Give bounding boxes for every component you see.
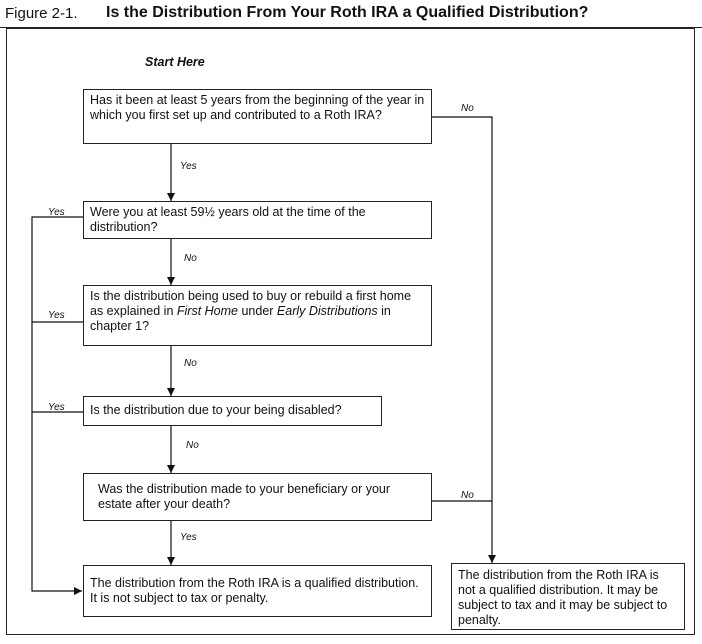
first-home-ref: First Home — [176, 304, 238, 318]
label-no-q1: No — [461, 103, 474, 114]
early-distributions-ref: Early Distributions — [276, 304, 378, 318]
arrow-yes-to-qualified — [31, 216, 83, 595]
label-yes-q2: Yes — [48, 207, 65, 218]
question-box-5-years: Has it been at least 5 years from the be… — [83, 89, 432, 144]
outcome-box-not-qualified: The distribution from the Roth IRA is no… — [451, 563, 685, 630]
figure-title: Is the Distribution From Your Roth IRA a… — [106, 4, 589, 21]
figure-header: Figure 2-1. Is the Distribution From You… — [0, 0, 702, 28]
label-no-q2: No — [184, 253, 197, 264]
start-here-label: Start Here — [145, 55, 205, 69]
outcome-box-qualified: The distribution from the Roth IRA is a … — [83, 565, 432, 617]
question-box-disabled: Is the distribution due to your being di… — [83, 396, 382, 426]
label-no-q5: No — [461, 490, 474, 501]
label-yes-q4: Yes — [48, 402, 65, 413]
label-yes-q1: Yes — [180, 161, 197, 172]
arrow-q1-to-not-qualified — [432, 116, 496, 563]
question-box-first-home: Is the distribution being used to buy or… — [83, 285, 432, 346]
diagram-frame — [6, 28, 695, 635]
label-no-q3: No — [184, 358, 197, 369]
label-yes-q5: Yes — [180, 532, 197, 543]
question-box-beneficiary: Was the distribution made to your benefi… — [83, 473, 432, 521]
label-no-q4: No — [186, 440, 199, 451]
figure-label: Figure 2-1. — [5, 5, 78, 22]
label-yes-q3: Yes — [48, 310, 65, 321]
question-box-age: Were you at least 59½ years old at the t… — [83, 201, 432, 239]
